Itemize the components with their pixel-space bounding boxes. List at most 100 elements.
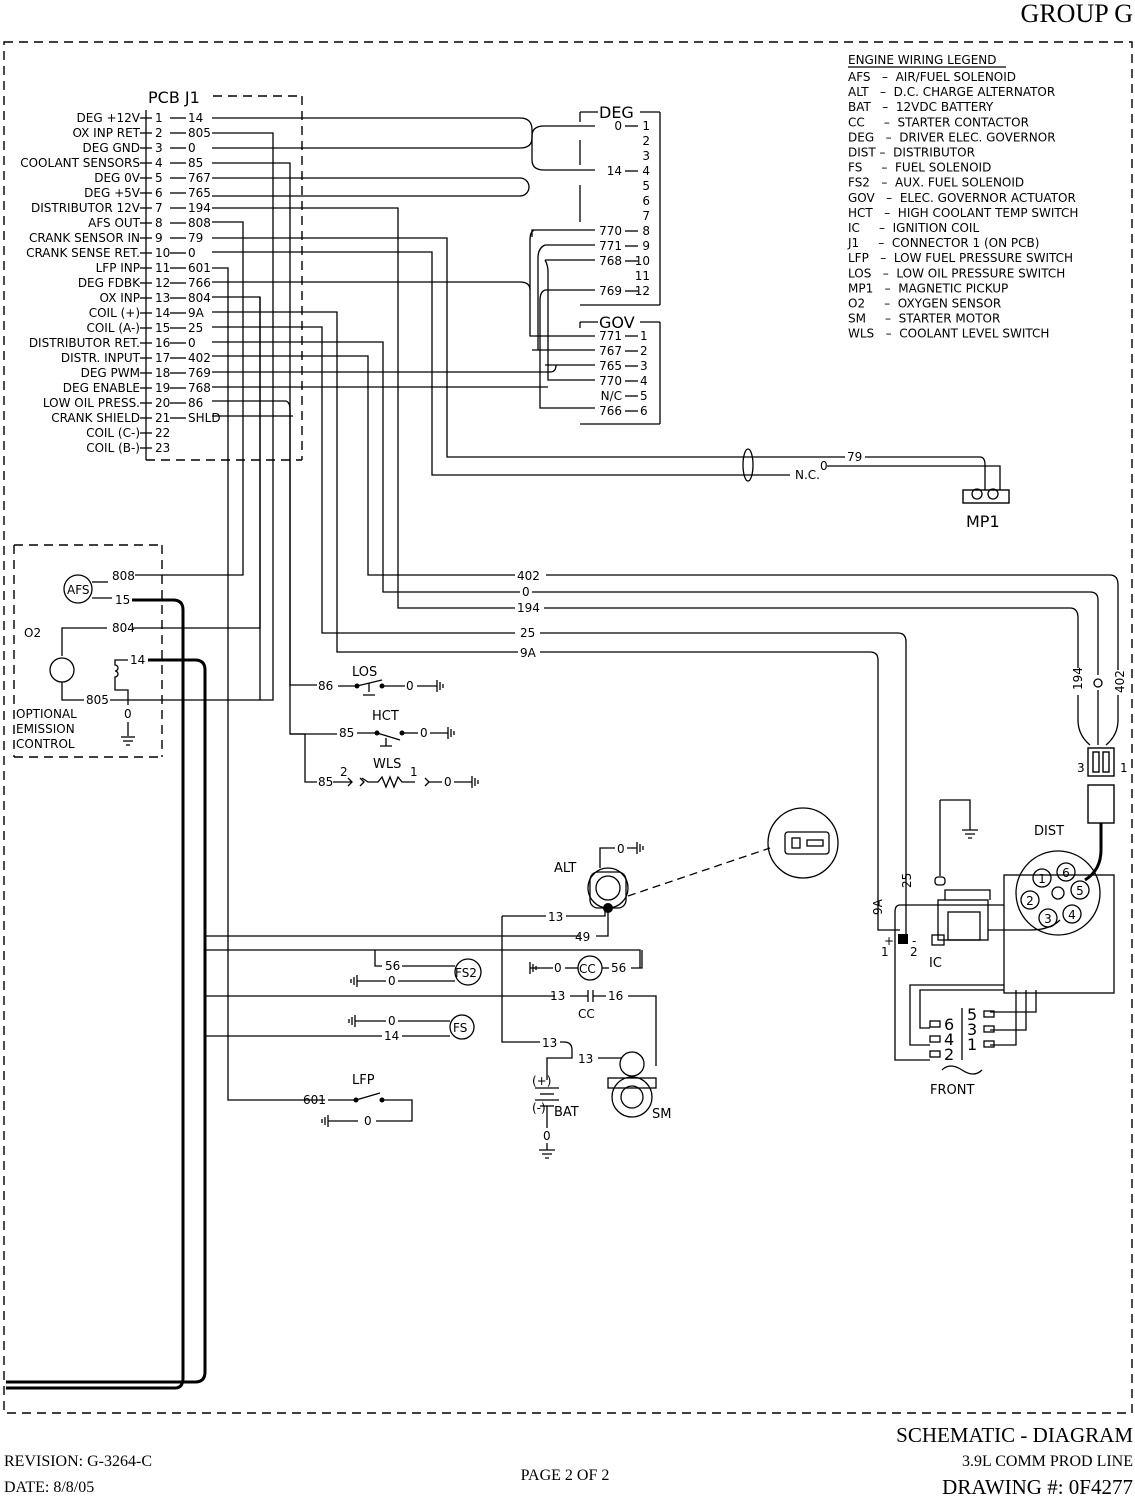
legend-title: ENGINE WIRING LEGEND [848, 53, 997, 67]
legend-item: SM – STARTER MOTOR [848, 312, 1000, 326]
deg-pin-number: 1 [642, 119, 650, 133]
dist-terminal [1070, 880, 1090, 900]
legend-item: J1 – CONNECTOR 1 (ON PCB) [847, 236, 1039, 250]
firing-order-right: 5 [967, 1005, 977, 1024]
dist-terminal-number: 5 [1076, 884, 1084, 898]
sensor-switches: 86 LOS 0 85 HCT 0 85 2 1 WLS 0 [318, 665, 479, 789]
deg-pin-number: 7 [642, 209, 650, 223]
pcb-pin-number: 19 [155, 381, 170, 395]
deg-title: DEG [599, 103, 634, 122]
wls-label: WLS [373, 757, 401, 772]
pcb-pin-label: COOLANT SENSORS [20, 156, 140, 170]
svg-text:13: 13 [550, 989, 565, 1003]
group-title: GROUP G [1021, 0, 1133, 28]
svg-text:25: 25 [900, 873, 914, 888]
dist-terminal [1020, 890, 1040, 910]
svg-text:2: 2 [910, 945, 918, 959]
pcb-pin-wire: 0 [188, 246, 196, 260]
svg-text:0: 0 [522, 585, 530, 599]
dist-terminal [1056, 862, 1076, 882]
pcb-pin-wire: 0 [188, 336, 196, 350]
bat-label: BAT [554, 1105, 579, 1120]
pcb-pin-label: CRANK SHIELD [51, 411, 140, 425]
pcb-pin-number: 11 [155, 261, 170, 275]
pcb-pin-label: DISTRIBUTOR 12V [31, 201, 141, 215]
deg-pin-number: 3 [642, 149, 650, 163]
deg-pin-number: 11 [635, 269, 650, 283]
svg-text:14: 14 [130, 653, 145, 667]
pcb-pin-label: DEG +12V [77, 111, 141, 125]
dist-terminal-number: 4 [1068, 908, 1076, 922]
engine-wiring-legend: ENGINE WIRING LEGEND AFS – AIR/FUEL SOLE… [847, 53, 1078, 341]
pcb-pin-number: 21 [155, 411, 170, 425]
pcb-pin-number: 9 [155, 231, 163, 245]
gov-pin-number: 6 [640, 404, 648, 418]
dist-terminal-number: 2 [1026, 894, 1034, 908]
svg-text:0: 0 [444, 775, 452, 789]
svg-text:(+): (+) [532, 1074, 551, 1088]
distributor-wiring: 402 0 194 25 9A 194 402 3 1 [212, 207, 1128, 882]
svg-text:CONTROL: CONTROL [16, 737, 75, 751]
pcb-pin-wire: 601 [188, 261, 211, 275]
deg-pin-number: 2 [642, 134, 650, 148]
deg-pin-number: 9 [642, 239, 650, 253]
svg-text:+: + [884, 934, 894, 948]
pcb-pin-label: COIL (C-) [86, 426, 140, 440]
optional-emission-control: 808 AFS 15 O2 804 805 14 0 OPTIONAL EMIS… [13, 544, 163, 758]
pcb-pin-number: 20 [155, 396, 170, 410]
svg-text:86: 86 [318, 679, 333, 693]
fs2-label: FS2 [455, 966, 477, 980]
legend-item: BAT – 12VDC BATTERY [848, 100, 994, 114]
pcb-pin-wire: 25 [188, 321, 203, 335]
pcb-pin-number: 3 [155, 141, 163, 155]
pcb-pin-wire: 79 [188, 231, 203, 245]
gov-pin-number: 3 [640, 359, 648, 373]
dist-terminal-number: 1 [1038, 872, 1046, 886]
svg-text:13: 13 [578, 1052, 593, 1066]
deg-pin-number: 6 [642, 194, 650, 208]
dist-terminal [1032, 868, 1052, 888]
legend-item: IC – IGNITION COIL [848, 221, 979, 235]
legend-item: CC – STARTER CONTACTOR [848, 115, 1029, 129]
pcb-pin-number: 23 [155, 441, 170, 455]
revision: REVISION: G-3264-C [4, 1453, 152, 1470]
svg-text:13: 13 [542, 1036, 557, 1050]
gov-title: GOV [599, 313, 635, 332]
pcb-pin-wire: 86 [188, 396, 203, 410]
legend-item: FS2 – AUX. FUEL SOLENOID [848, 176, 1024, 190]
gov-pin-wire: 765 [599, 359, 622, 373]
pcb-pin-label: LFP INP [96, 261, 140, 275]
page-number: PAGE 2 OF 2 [521, 1467, 610, 1484]
mp1-wiring: 79 0 N.C. MP1 [212, 237, 1010, 531]
pcb-pin-label: CRANK SENSE RET. [26, 246, 140, 260]
svg-text:EMISSION: EMISSION [16, 722, 75, 736]
svg-text:13: 13 [548, 910, 563, 924]
svg-text:1: 1 [1120, 761, 1128, 775]
dist-label: DIST [1034, 824, 1064, 839]
deg-pin-number: 12 [635, 284, 650, 298]
svg-text:805: 805 [86, 693, 109, 707]
svg-text:25: 25 [520, 626, 535, 640]
deg-pin-wire: 769 [599, 284, 622, 298]
pcb-pin-label: COIL (A-) [86, 321, 140, 335]
svg-text:0: 0 [543, 1129, 551, 1143]
svg-text:3: 3 [1077, 761, 1085, 775]
legend-item: FS – FUEL SOLENOID [848, 161, 991, 175]
svg-text:804: 804 [112, 621, 135, 635]
svg-text:85: 85 [318, 775, 333, 789]
pcb-pin-number: 13 [155, 291, 170, 305]
pcb-pin-number: 2 [155, 126, 163, 140]
pcb-pin-number: 5 [155, 171, 163, 185]
pcb-pin-wire: 805 [188, 126, 211, 140]
gov-pin-wire: 771 [599, 329, 622, 343]
firing-order-right: 1 [967, 1035, 977, 1054]
svg-text:0: 0 [820, 459, 828, 473]
firing-order-right: 3 [967, 1020, 977, 1039]
gov-pin-number: 1 [640, 329, 648, 343]
gov-pin-number: 4 [640, 374, 648, 388]
pcb-pin-label: DEG 0V [94, 171, 141, 185]
svg-text:OPTIONAL: OPTIONAL [16, 707, 77, 721]
alternator: ALT 0 13 49 [501, 807, 839, 1043]
